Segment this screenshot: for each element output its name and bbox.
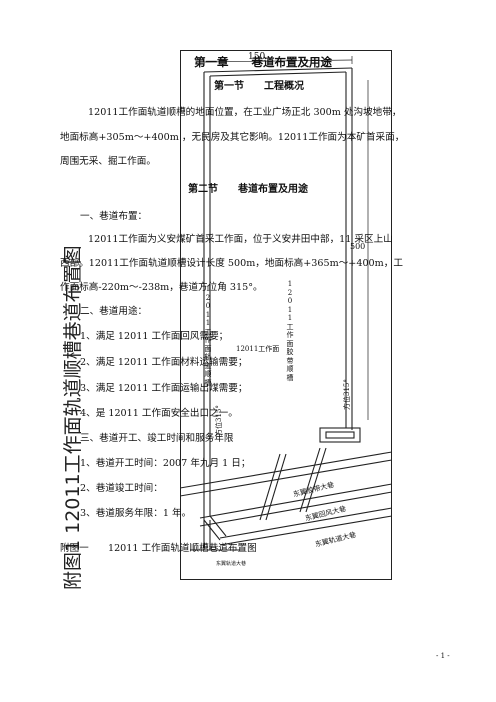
section1-title: 第一节 工程概况 — [214, 81, 304, 92]
layout-line-2: 西部。12011工作面轨道顺槽设计长度 500m，地面标高+365m～+400m… — [60, 258, 403, 269]
section1-line-1: 12011工作面轨道顺槽的地面位置，在工业广场正北 300m 处沟坡地带， — [88, 107, 402, 118]
figure-frame — [180, 50, 392, 580]
section2-title: 第二节 巷道布置及用途 — [188, 184, 308, 195]
page-number: - 1 - — [436, 652, 450, 660]
section1-line-3: 周围无采、掘工作面。 — [60, 156, 156, 167]
schedule-finish: 2、巷道竣工时间： — [80, 483, 163, 494]
azimuth-right-label: 方位315° — [343, 379, 351, 410]
use-2: 2、满足 12011 工作面材料运输需要； — [80, 357, 248, 368]
face-label: 12011工作面 — [236, 345, 280, 353]
schedule-heading: 三、巷道开工、竣工时间和服务年限 — [80, 433, 234, 444]
layout-heading: 一、巷道布置： — [80, 211, 148, 222]
chapter-title: 第一章 巷道布置及用途 — [194, 55, 332, 69]
belt-roadway-label: 12011工作面胶带顺槽 — [286, 280, 294, 382]
schedule-start: 1、巷道开工时间：2007 年九月 1 日； — [80, 458, 251, 469]
schedule-service: 3、巷道服务年限：1 年。 — [80, 508, 192, 519]
roadway-layout-drawing — [180, 56, 392, 551]
use-4: 4、是 12011 工作面安全出口之一。 — [80, 408, 238, 419]
figure-caption: 附图一 12011 工作面轨道顺槽巷道布置图 — [60, 543, 257, 554]
bottom-road-label: 东翼轨道大巷 — [216, 561, 247, 567]
section1-line-2: 地面标高+305m～+400m ，无民房及其它影响。12011工作面为本矿首采面… — [60, 132, 405, 143]
track-roadway-label: 12011工作面轨道顺槽 — [204, 285, 212, 387]
use-3: 3、满足 12011 工作面运输出煤需要； — [80, 383, 248, 394]
uses-heading: 二、巷道用途： — [80, 306, 148, 317]
use-1: 1、满足 12011 工作面回风需要； — [80, 331, 229, 342]
layout-line-3: 作面标高-220m～-238m，巷道方位角 315°。 — [60, 282, 263, 293]
layout-line-1: 12011工作面为义安煤矿首采工作面，位于义安井田中部，11 采区上山 — [88, 234, 393, 245]
length-dimension-label: 500 — [350, 242, 366, 251]
width-dimension-label: 150 — [248, 52, 266, 62]
